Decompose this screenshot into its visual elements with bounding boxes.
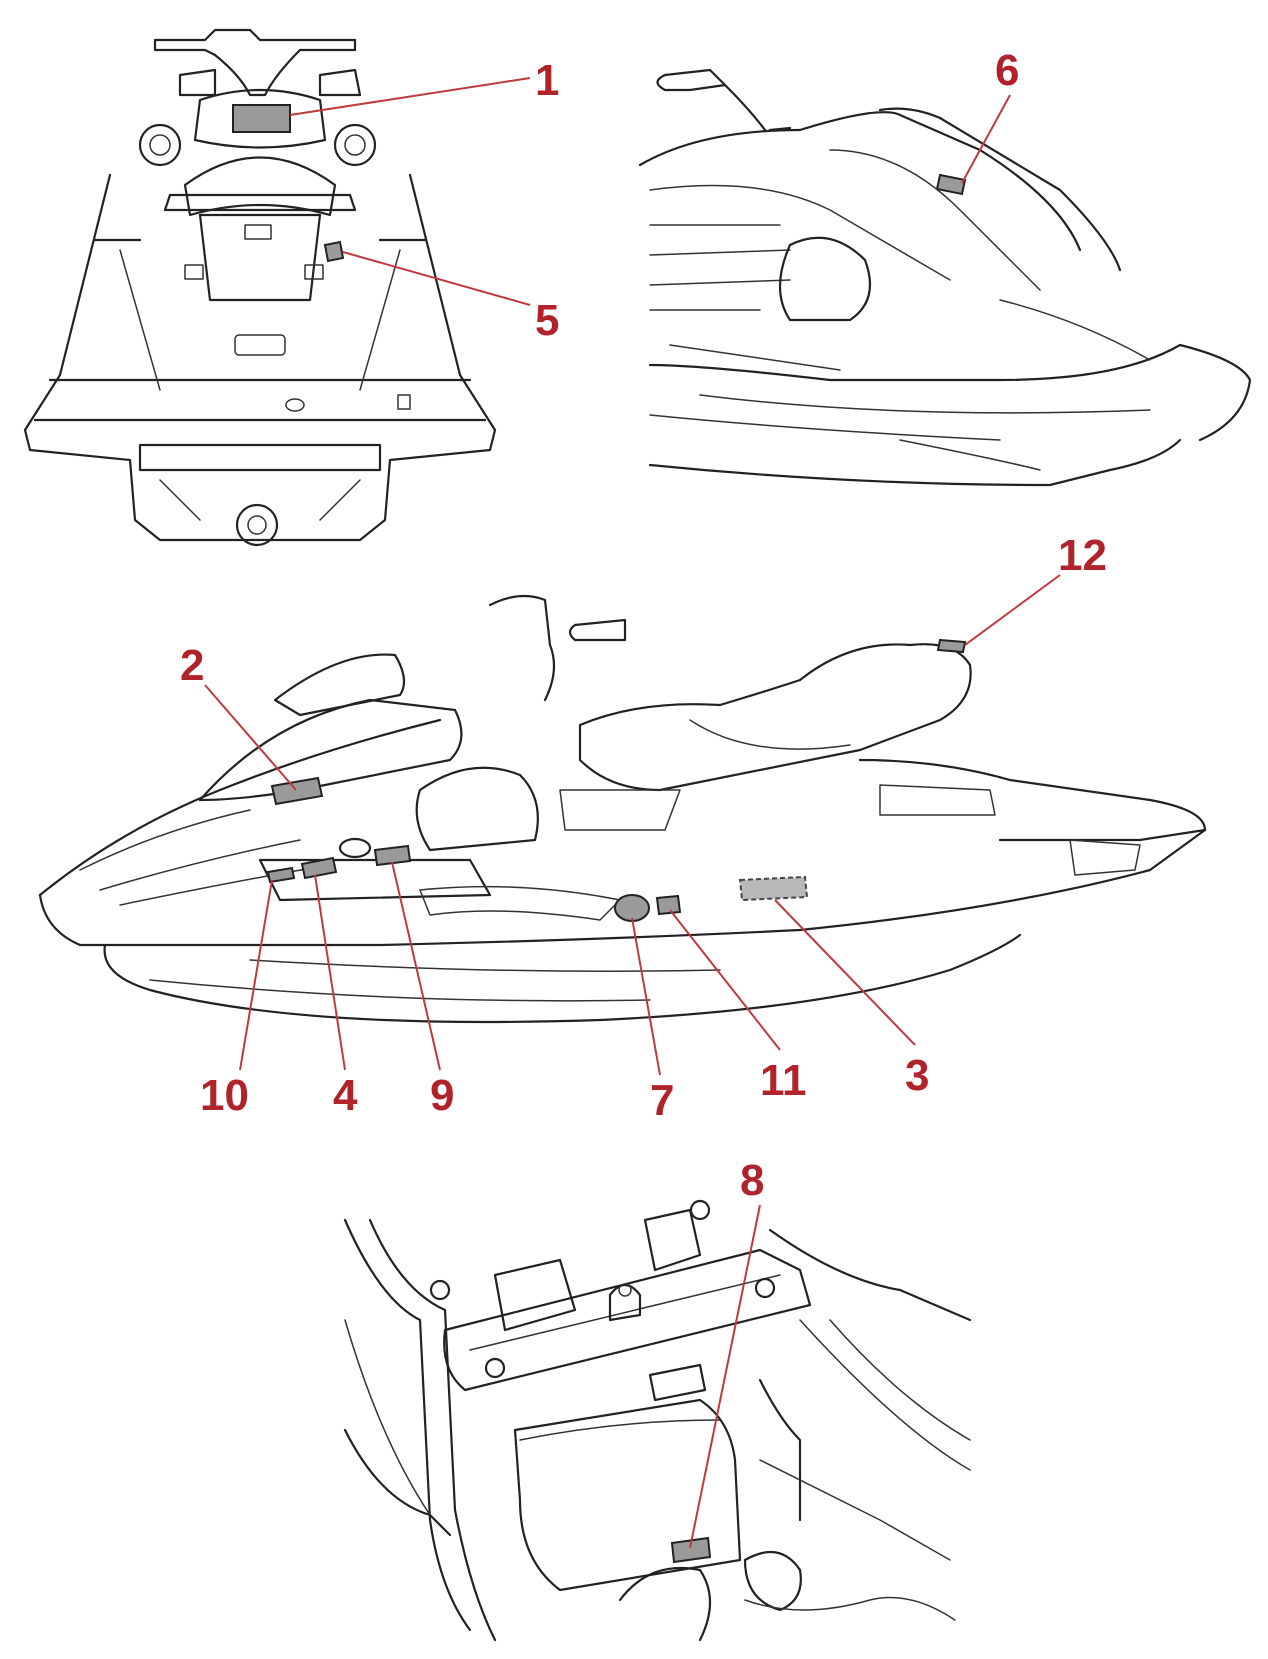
callout-6: 6 [995, 46, 1019, 95]
label-patch-2 [270, 776, 324, 806]
label-patch-10 [266, 866, 296, 884]
bow-view [638, 68, 1252, 487]
label-patch-5 [323, 240, 345, 263]
callout-11: 11 [760, 1056, 807, 1105]
label-patch-8 [670, 1536, 712, 1564]
label-patch-4 [300, 856, 338, 880]
callout-5: 5 [535, 296, 559, 345]
callout-10: 10 [200, 1071, 249, 1120]
label-patch-1 [232, 104, 291, 133]
engine-bay-view [343, 1199, 972, 1642]
label-patch-7 [614, 894, 650, 922]
label-patch-12 [936, 638, 967, 654]
label-patch-9 [373, 844, 412, 867]
callout-8: 8 [740, 1156, 764, 1205]
label-patch-3 [738, 875, 809, 902]
side-view [38, 574, 1207, 1076]
callout-4: 4 [333, 1071, 358, 1120]
callout-2: 2 [180, 641, 204, 690]
callout-3: 3 [905, 1051, 929, 1100]
callout-1: 1 [535, 56, 559, 105]
label-patch-11 [655, 894, 682, 916]
callout-12: 12 [1058, 531, 1107, 580]
callout-numbers: 1 5 6 12 2 10 4 9 7 11 3 8 [180, 46, 1107, 1205]
label-patch-6 [935, 173, 967, 196]
callout-7: 7 [650, 1076, 674, 1125]
rear-view [23, 28, 531, 547]
callout-9: 9 [430, 1071, 454, 1120]
